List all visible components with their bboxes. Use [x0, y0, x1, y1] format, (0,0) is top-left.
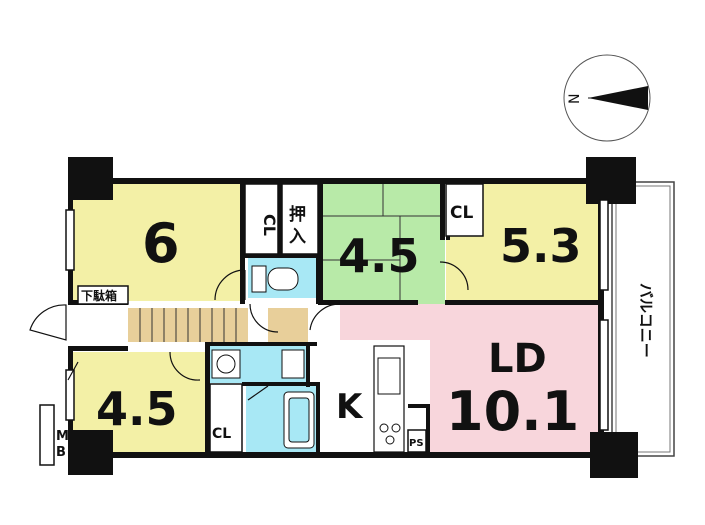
pipe-shaft: [407, 429, 427, 453]
compass: N: [563, 54, 651, 142]
washbasin-fixture: [211, 349, 241, 379]
balcony: バルコニー: [611, 181, 675, 457]
column-top-left: [68, 157, 113, 200]
mb-label-1: M: [56, 429, 69, 444]
meter-box: [39, 404, 55, 466]
ld-label: LD: [488, 336, 547, 382]
closet-upper-right: [445, 183, 484, 237]
ld-size-label: 10.1: [446, 380, 579, 443]
room-japanese-45-label: 4.5: [338, 229, 420, 283]
oshiire-closet: [281, 183, 319, 255]
bathtub-fixture: [283, 391, 315, 449]
closet-upper-left: [244, 183, 279, 255]
tatami-lines: [322, 183, 445, 304]
stove-burner-icon: [391, 423, 401, 433]
room-45-label: 4.5: [96, 382, 178, 436]
stove-burner-icon: [379, 423, 389, 433]
oshiire-label-2: 入: [289, 227, 306, 247]
shoebox-cabinet: [77, 285, 129, 305]
washer-space: [281, 349, 305, 379]
north-label: N: [567, 94, 583, 104]
western-room-6-floor: [72, 183, 242, 301]
balcony-label: バルコニー: [637, 283, 655, 358]
closet-upper-right-label: CL: [450, 203, 473, 223]
oshiire-label-1: 押: [289, 204, 306, 225]
staircase: [128, 308, 248, 342]
column-bottom-right: [590, 432, 638, 478]
column-bottom-left: [68, 430, 113, 475]
shoebox-label: 下駄箱: [81, 288, 117, 303]
windows: [65, 199, 609, 431]
doors: [29, 261, 469, 401]
toilet-fixture: [251, 265, 299, 293]
stove-burner-icon: [385, 435, 395, 445]
mb-label-2: B: [56, 445, 66, 460]
stair-landing: [268, 308, 308, 342]
kitchen-counter: [373, 345, 405, 453]
closet-lower: [209, 383, 243, 453]
ps-label: PS: [409, 438, 424, 449]
closet-lower-label: CL: [212, 426, 231, 442]
column-top-right: [586, 157, 636, 204]
room-6-label: 6: [142, 212, 180, 275]
room-53-label: 5.3: [500, 219, 582, 273]
kitchen-label: K: [336, 387, 364, 427]
closet-upper-left-label: CL: [260, 214, 279, 236]
